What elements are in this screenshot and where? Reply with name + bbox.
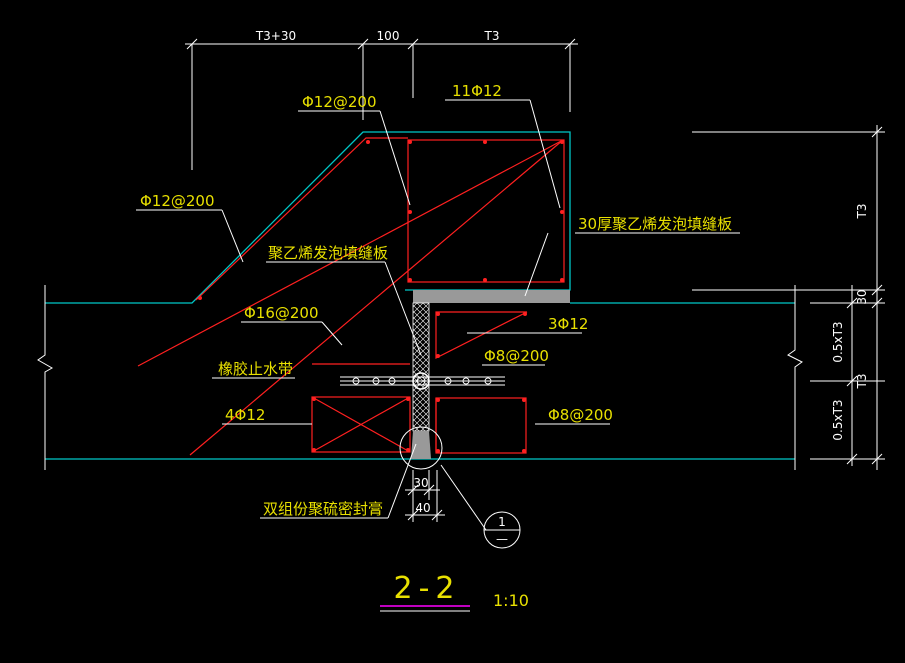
break-lines [37,285,803,470]
dim-half-t3-a: 0.5xT3 [831,321,845,362]
detail-marker-bottom: — [496,532,508,546]
detail-marker: 1 — [483,511,521,549]
rebar-dots [198,140,564,453]
rubber-waterstop [340,372,505,390]
joint-filler [411,302,431,459]
dim-t3-top: T3 [484,29,500,43]
dim-half-t3-b: 0.5xT3 [831,399,845,440]
label-foam-board-30: 30厚聚乙烯发泡填缝板 [578,215,732,233]
label-rubber-waterstop: 橡胶止水带 [218,360,293,378]
label-phi16-200: Φ16@200 [244,304,319,322]
label-foam-board: 聚乙烯发泡填缝板 [268,244,388,262]
dim-100: 100 [377,29,400,43]
label-4phi12: 4Φ12 [225,406,265,424]
label-phi8-200-b: Φ8@200 [548,406,613,424]
label-phi12-200-top: Φ12@200 [302,93,377,111]
label-sealant: 双组份聚硫密封膏 [263,500,383,518]
label-phi8-200-a: Φ8@200 [484,347,549,365]
detail-marker-top: 1 [498,515,506,529]
dim-30-bottom: 30 [413,476,428,490]
dim-30-right: 30 [855,289,869,304]
dim-t3-plus-30: T3+30 [255,29,296,43]
drawing-title: 2-2 [394,571,461,606]
dim-40-bottom: 40 [415,501,430,515]
label-phi12-200-slope: Φ12@200 [140,192,215,210]
dim-t3-mid: T3 [855,374,869,390]
label-11phi12: 11Φ12 [452,82,502,100]
sealant-detail-circle [399,426,443,470]
leader-lines [136,99,740,531]
dim-t3-right: T3 [855,204,869,220]
dimension-lines [185,38,885,522]
label-3phi12: 3Φ12 [548,315,588,333]
rebar [137,137,565,456]
drawing-scale: 1:10 [493,591,529,610]
foam-board-30 [413,290,570,303]
